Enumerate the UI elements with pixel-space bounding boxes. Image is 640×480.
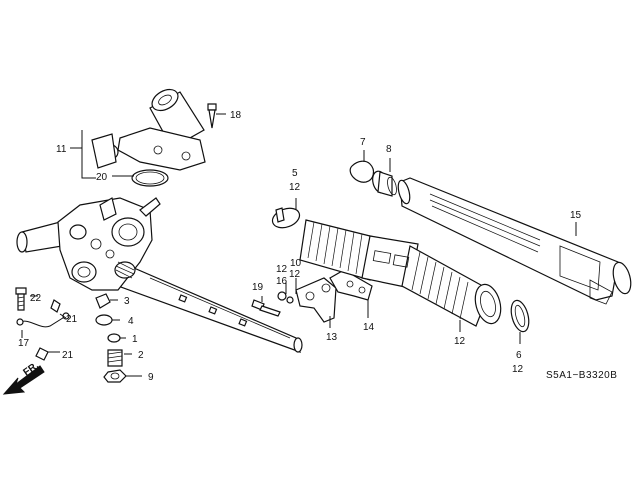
callout-18: 18 [230,110,242,121]
clip-7 [349,160,375,183]
bolt-21-lower [35,347,49,361]
callout-7: 7 [360,137,366,148]
bracket-13 [295,277,337,323]
callout-12-boot: 12 [454,336,466,347]
callout-6: 6 [516,350,522,361]
callout-5-12: 12 [289,182,301,193]
washer-12-mid [286,296,294,304]
rack-housing [16,221,303,353]
callout-12-left: 12 [276,264,288,275]
callout-21-upper: 21 [66,314,78,325]
callout-22: 22 [30,293,42,304]
callout-20: 20 [96,172,108,183]
steering-boot [299,219,502,327]
o-ring-4 [95,314,113,326]
callout-5: 5 [292,168,298,179]
steering-rack [397,177,632,305]
callout-1: 1 [132,334,138,345]
callout-16: 16 [276,276,288,287]
callout-13: 13 [326,332,338,343]
o-ring-20 [131,169,169,187]
callout-4: 4 [128,316,134,327]
callout-2: 2 [138,350,144,361]
spring-2 [107,349,123,367]
bushing-8 [372,170,397,197]
motor-assembly [91,88,206,171]
callout-21-lower: 21 [62,350,74,361]
callout-9: 9 [148,372,154,383]
callout-19: 19 [252,282,264,293]
boot-band-5 [271,207,301,229]
callout-15: 15 [570,210,582,221]
boot-clip-6 [510,299,530,333]
callout-10: 10 [290,258,302,269]
leader-lines [21,113,577,377]
bolt-19 [251,299,281,317]
callouts: 11 20 18 22 21 17 21 3 4 1 2 9 5 12 12 1… [18,110,582,383]
screw-1 [107,333,121,343]
bolt-22 [15,287,27,311]
callout-8: 8 [386,144,392,155]
valve-body [57,197,161,291]
callout-6-12: 12 [512,364,524,375]
bolt-18 [207,103,217,129]
callout-17: 17 [18,338,30,349]
washer-16 [277,291,287,301]
diagram-code: S5A1−B3320B [546,370,617,381]
callout-12-mid: 12 [289,269,301,280]
locknut-9 [103,369,127,383]
callout-3: 3 [124,296,130,307]
front-direction-arrow: FR. [2,360,45,395]
bolt-21-upper [50,299,61,313]
cap-3 [95,293,111,309]
callout-14: 14 [363,322,375,333]
callout-11: 11 [56,144,67,155]
